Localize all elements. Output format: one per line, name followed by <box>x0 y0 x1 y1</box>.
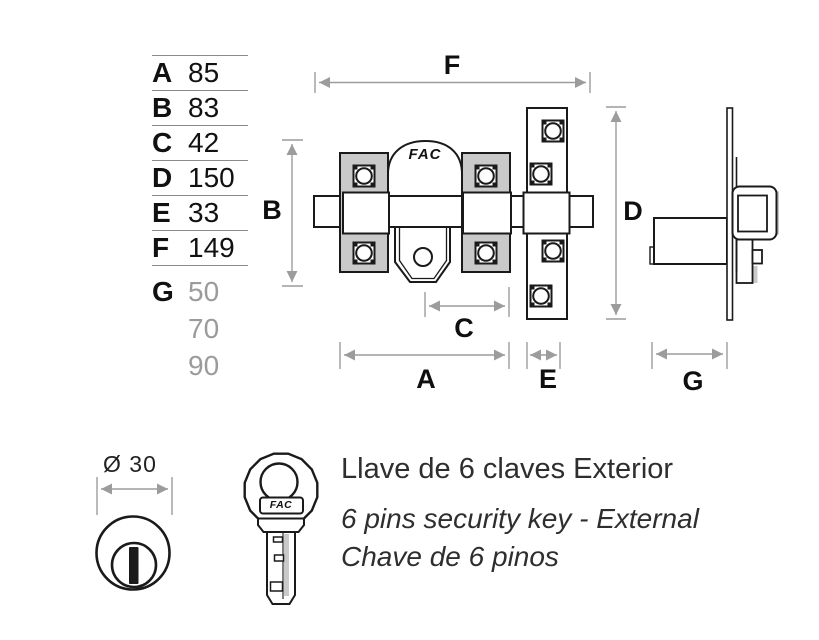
spec-row: G 50 <box>152 273 248 310</box>
cylinder-diameter-label: Ø 30 <box>103 451 157 477</box>
dim-label-f: F <box>443 50 461 80</box>
side-view-drawing <box>649 107 779 321</box>
spec-value: 149 <box>188 232 235 263</box>
dimension-lines <box>96 72 728 515</box>
caption: Llave de 6 claves Exterior 6 pins securi… <box>341 453 699 573</box>
spec-row: B 83 <box>152 90 248 125</box>
spec-row: E 33 <box>152 195 248 230</box>
spec-value: 33 <box>188 197 220 228</box>
dim-label-c: C <box>454 313 474 343</box>
spec-label: C <box>152 127 173 158</box>
caption-pt: Chave de 6 pinos <box>341 541 559 572</box>
spec-value: 50 <box>188 276 220 307</box>
spec-label: D <box>152 162 173 193</box>
spec-value: 90 <box>188 350 220 381</box>
spec-value: 83 <box>188 92 220 123</box>
spec-row: F 149 <box>152 230 248 266</box>
spec-label: E <box>152 197 171 228</box>
spec-table: A 85 B 83 C 42 D 150 E 33 F 149 G 50 <box>152 55 248 384</box>
spec-row: D 150 <box>152 160 248 195</box>
spec-label: G <box>152 276 174 307</box>
fac-logo-key: FAC <box>269 499 293 511</box>
spec-label: A <box>152 57 173 88</box>
key-drawing <box>243 452 319 605</box>
caption-es: Llave de 6 claves Exterior <box>341 453 674 485</box>
spec-value: 85 <box>188 57 220 88</box>
spec-row: 90 <box>152 347 248 384</box>
spec-row: C 42 <box>152 125 248 160</box>
dim-label-g: G <box>682 366 704 396</box>
spec-row: A 85 <box>152 55 248 90</box>
dim-label-b: B <box>262 195 282 225</box>
spec-g-block: G 50 70 90 <box>152 273 248 384</box>
cylinder-face-drawing <box>95 515 171 591</box>
spec-label: B <box>152 92 173 123</box>
spec-label: F <box>152 232 170 263</box>
strike-plate-drawing <box>522 107 571 320</box>
dim-label-a: A <box>416 364 436 394</box>
spec-value: 42 <box>188 127 220 158</box>
spec-value: 70 <box>188 313 220 344</box>
spec-row: 70 <box>152 310 248 347</box>
caption-en: 6 pins security key - External <box>341 503 699 534</box>
dim-label-d: D <box>623 196 643 226</box>
spec-value: 150 <box>188 162 235 193</box>
fac-logo-front: FAC <box>408 146 442 163</box>
dim-label-e: E <box>538 364 558 394</box>
